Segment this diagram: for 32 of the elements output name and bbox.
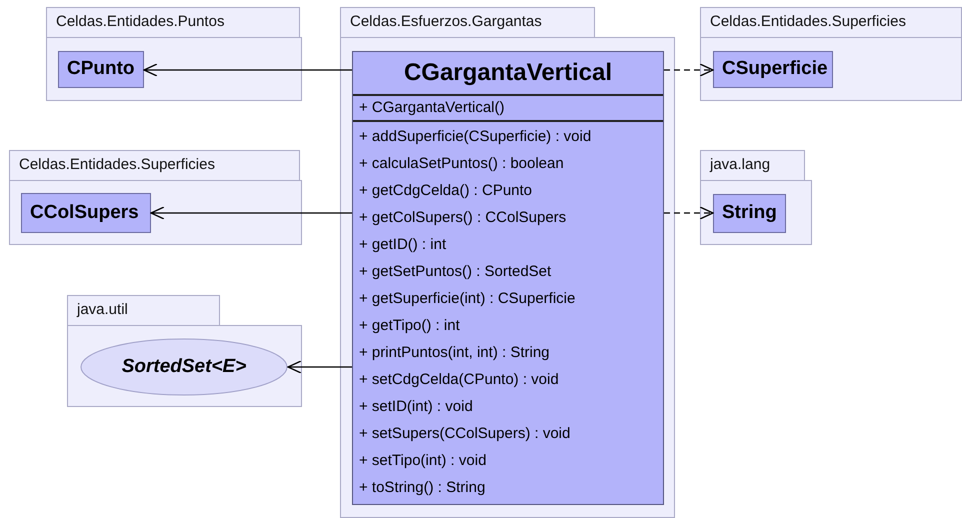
method-signature: + addSuperficie(CSuperficie) : void <box>359 127 592 148</box>
association-arrow <box>150 206 352 220</box>
interface-name: SortedSet<E> <box>122 354 246 379</box>
package-tab: java.lang <box>700 150 805 181</box>
package-tab: Celdas.Entidades.Superficies <box>700 7 962 38</box>
constructor-signature: + CGargantaVertical() <box>359 98 504 118</box>
method-signature: + calculaSetPuntos() : boolean <box>359 154 564 174</box>
method-signature: + getCdgCelda() : CPunto <box>359 181 532 202</box>
package-tab: Celdas.Entidades.Puntos <box>46 7 300 38</box>
method-signature: + getSuperficie(int) : CSuperficie <box>359 289 576 310</box>
method-signature: + getSetPuntos() : SortedSet <box>359 262 552 282</box>
method-signature: + getColSupers() : CColSupers <box>359 208 566 228</box>
class-box: CSuperficie <box>713 51 833 88</box>
method-signature: + printPuntos(int, int) : String <box>359 343 550 364</box>
dependency-arrow <box>664 63 714 77</box>
method-signature: + setCdgCelda(CPunto) : void <box>359 370 559 390</box>
method-signature: + setSupers(CColSupers) : void <box>359 424 570 444</box>
class-box: CColSupers <box>21 193 151 233</box>
class-name: CGargantaVertical <box>404 58 612 88</box>
association-arrow <box>143 63 352 77</box>
method-signature: + getID() : int <box>359 235 446 256</box>
method-signature: + setID(int) : void <box>359 397 473 418</box>
method-signature: + setTipo(int) : void <box>359 451 486 472</box>
class-box: String <box>713 194 786 233</box>
package-tab: java.util <box>67 295 220 326</box>
class-box: CPunto <box>58 51 144 88</box>
package-tab: Celdas.Entidades.Superficies <box>9 150 300 181</box>
dependency-arrow <box>664 206 714 220</box>
method-signature: + getTipo() : int <box>359 316 460 336</box>
association-arrow <box>287 360 352 374</box>
method-signature: + toString() : String <box>359 478 486 498</box>
package-tab: Celdas.Esfuerzos.Gargantas <box>340 7 595 38</box>
